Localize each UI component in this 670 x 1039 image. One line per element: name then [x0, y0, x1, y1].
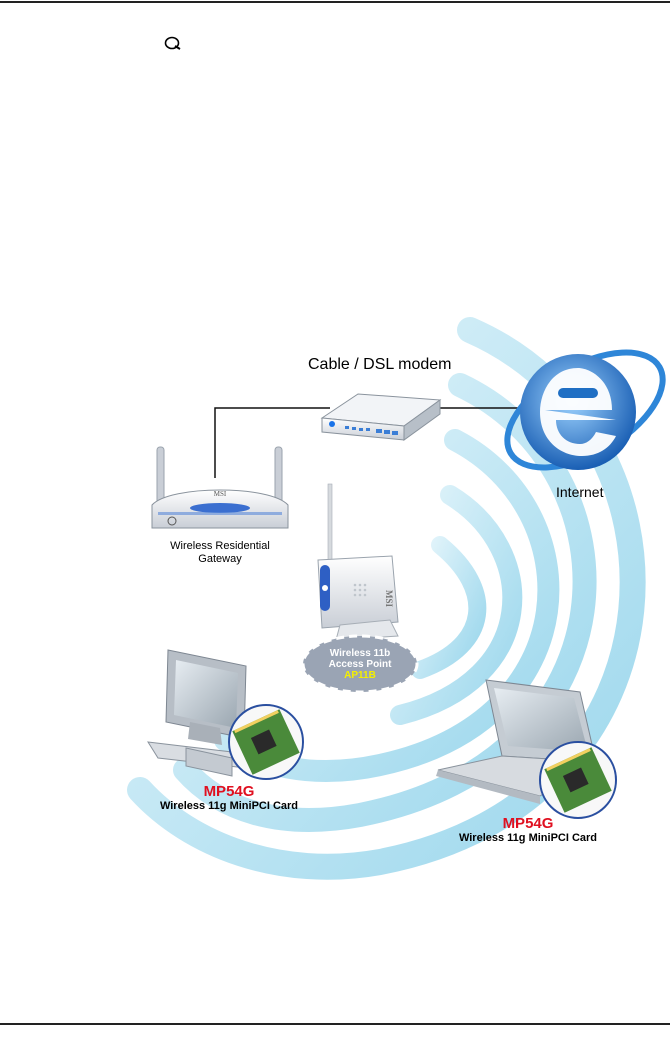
card-label-laptop: MP54G Wireless 11g MiniPCI Card — [448, 817, 608, 845]
card-name-laptop: MP54G — [448, 817, 608, 831]
minipci-card-icon — [229, 705, 303, 779]
access-point-icon: MSI — [318, 484, 398, 640]
card-desc-desktop: Wireless 11g MiniPCI Card — [154, 799, 304, 813]
gateway-icon: MSI — [152, 447, 288, 528]
access-point-model: AP11B — [310, 670, 410, 681]
modem-icon — [322, 394, 440, 440]
card-label-desktop: MP54G Wireless 11g MiniPCI Card — [154, 785, 304, 813]
svg-text:MSI: MSI — [384, 590, 394, 608]
minipci-card-icon — [540, 742, 616, 818]
access-point-label-line1: Wireless 11b — [310, 648, 410, 659]
gateway-label: Wireless Residential Gateway — [160, 540, 280, 566]
gateway-label-line2: Gateway — [160, 553, 280, 566]
svg-text:MSI: MSI — [214, 490, 227, 498]
modem-label: Cable / DSL modem — [308, 356, 451, 374]
card-desc-laptop: Wireless 11g MiniPCI Card — [448, 831, 608, 845]
access-point-label: Wireless 11b Access Point AP11B — [310, 648, 410, 681]
gateway-label-line1: Wireless Residential — [160, 540, 280, 553]
internet-label: Internet — [556, 484, 603, 500]
card-name-desktop: MP54G — [154, 785, 304, 799]
access-point-label-line2: Access Point — [310, 659, 410, 670]
bottom-rule — [0, 1023, 670, 1025]
